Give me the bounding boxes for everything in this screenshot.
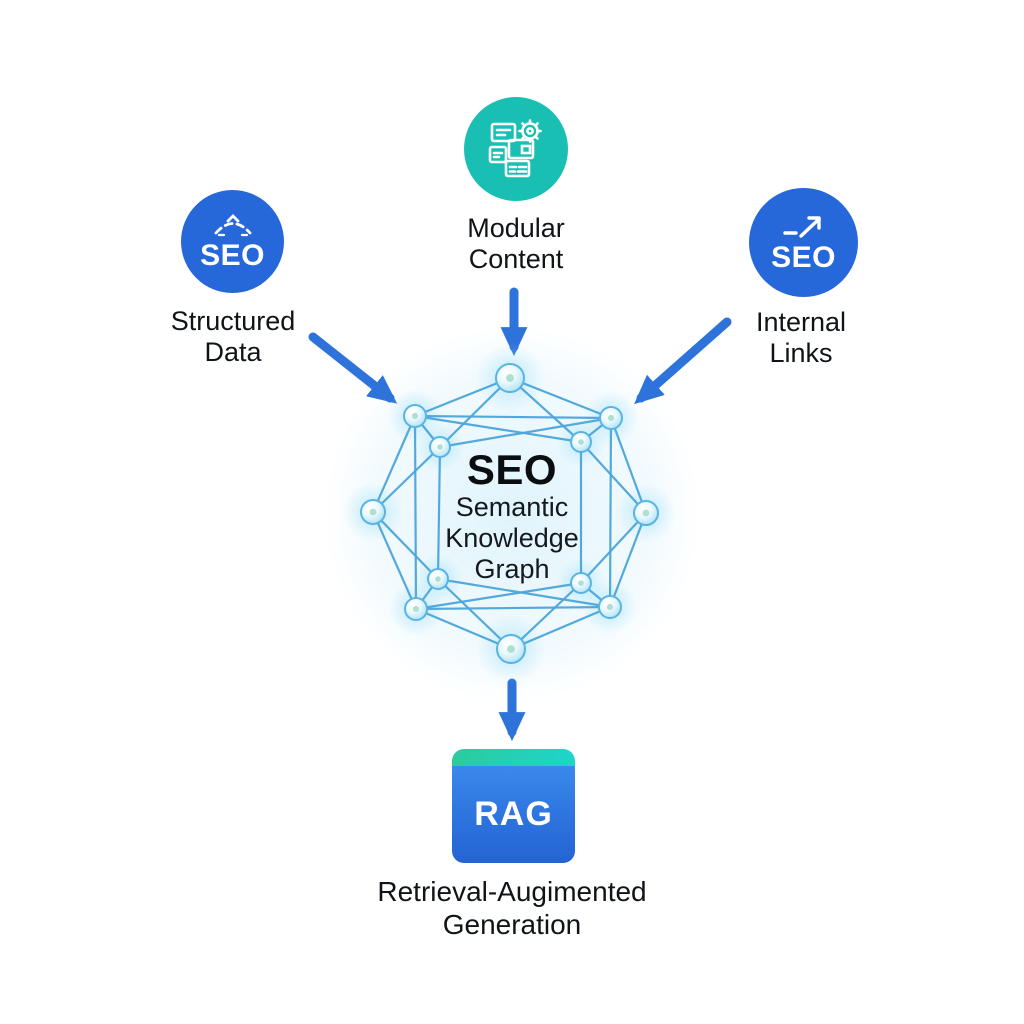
rag-caption: Retrieval-Augimented Generation — [377, 876, 647, 940]
graph-subtitle: Semantic Knowledge Graph — [445, 492, 579, 584]
internal-links-node: SEO — [749, 188, 858, 297]
structured-data-node: SEO — [181, 190, 284, 293]
modular-content-node — [464, 97, 568, 201]
seo-badge: SEO — [771, 241, 836, 274]
modular-content-caption: Modular Content — [467, 213, 565, 274]
internal-links-caption: Internal Links — [755, 307, 847, 368]
structured-data-caption: Structured Data — [170, 306, 296, 367]
rag-accent-strip — [452, 749, 575, 766]
schema-arc-icon — [214, 214, 251, 237]
trend-arrow-icon — [782, 216, 821, 238]
rag-label-text: RAG — [474, 795, 553, 833]
rag-label: RAG — [452, 766, 575, 863]
rag-node: RAG — [452, 749, 575, 863]
modular-blocks-gear-icon — [488, 119, 542, 178]
internal-links-to-graph — [634, 317, 732, 405]
graph-title: SEO — [466, 446, 558, 493]
seo-badge: SEO — [200, 239, 265, 272]
